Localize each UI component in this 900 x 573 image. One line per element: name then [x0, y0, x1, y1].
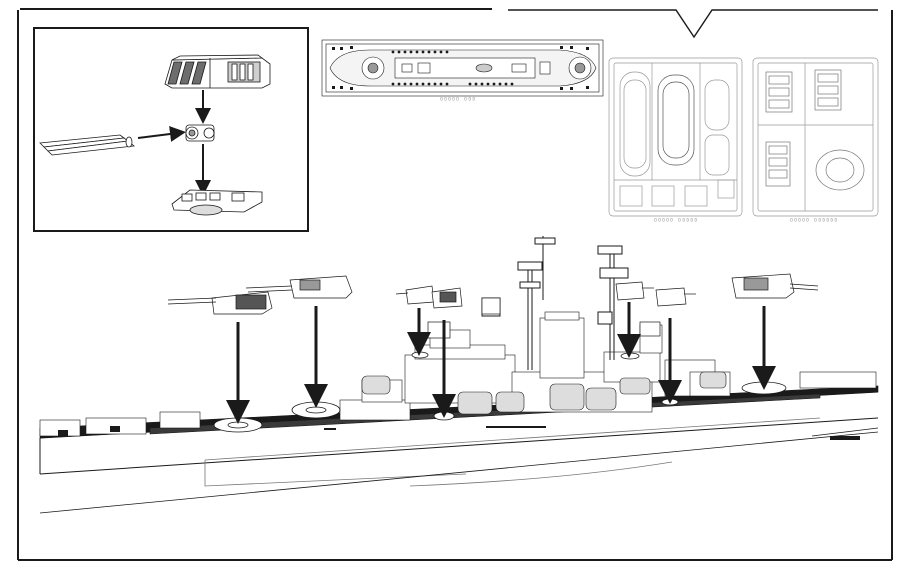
secondary-mounts: [361, 371, 727, 415]
turret-6: [655, 287, 696, 307]
hull-fittings: [58, 426, 860, 440]
parts-sheet-caption-deck: ▯▯▯▯▯ ▯▯▯: [440, 96, 477, 102]
turret-housing-icon: [164, 54, 271, 89]
parts-sheet-deck: [321, 39, 604, 97]
page-frame: [17, 8, 893, 561]
barrels-to-trunnion-arrow: [137, 126, 186, 142]
turret-8: [639, 321, 661, 337]
turret-trunnion-icon: [185, 124, 215, 142]
parts-sheet-sprue-b: [752, 57, 879, 217]
placement-arrows: [226, 302, 776, 424]
turret-base-icon: [171, 189, 263, 216]
turret-10: [481, 297, 501, 315]
parts-sheet-sprue-a: [608, 57, 743, 217]
gun-barrels-icon: [39, 134, 135, 156]
deck-fret-detail: [332, 46, 589, 90]
turret-1: [167, 291, 273, 315]
turret-3: [395, 285, 435, 305]
turret-7: [731, 273, 819, 299]
parts-sheet-caption-sprue-b: ▯▯▯▯▯ ▯▯▯▯▯▯: [790, 217, 839, 223]
turret-detail-inset: [33, 27, 309, 232]
turret-4: [431, 287, 463, 309]
turret-5: [615, 281, 654, 301]
turret-2: [245, 275, 353, 299]
parts-sheet-caption-sprue-a: ▯▯▯▯▯ ▯▯▯▯▯: [654, 217, 699, 223]
turret-9: [427, 321, 451, 339]
